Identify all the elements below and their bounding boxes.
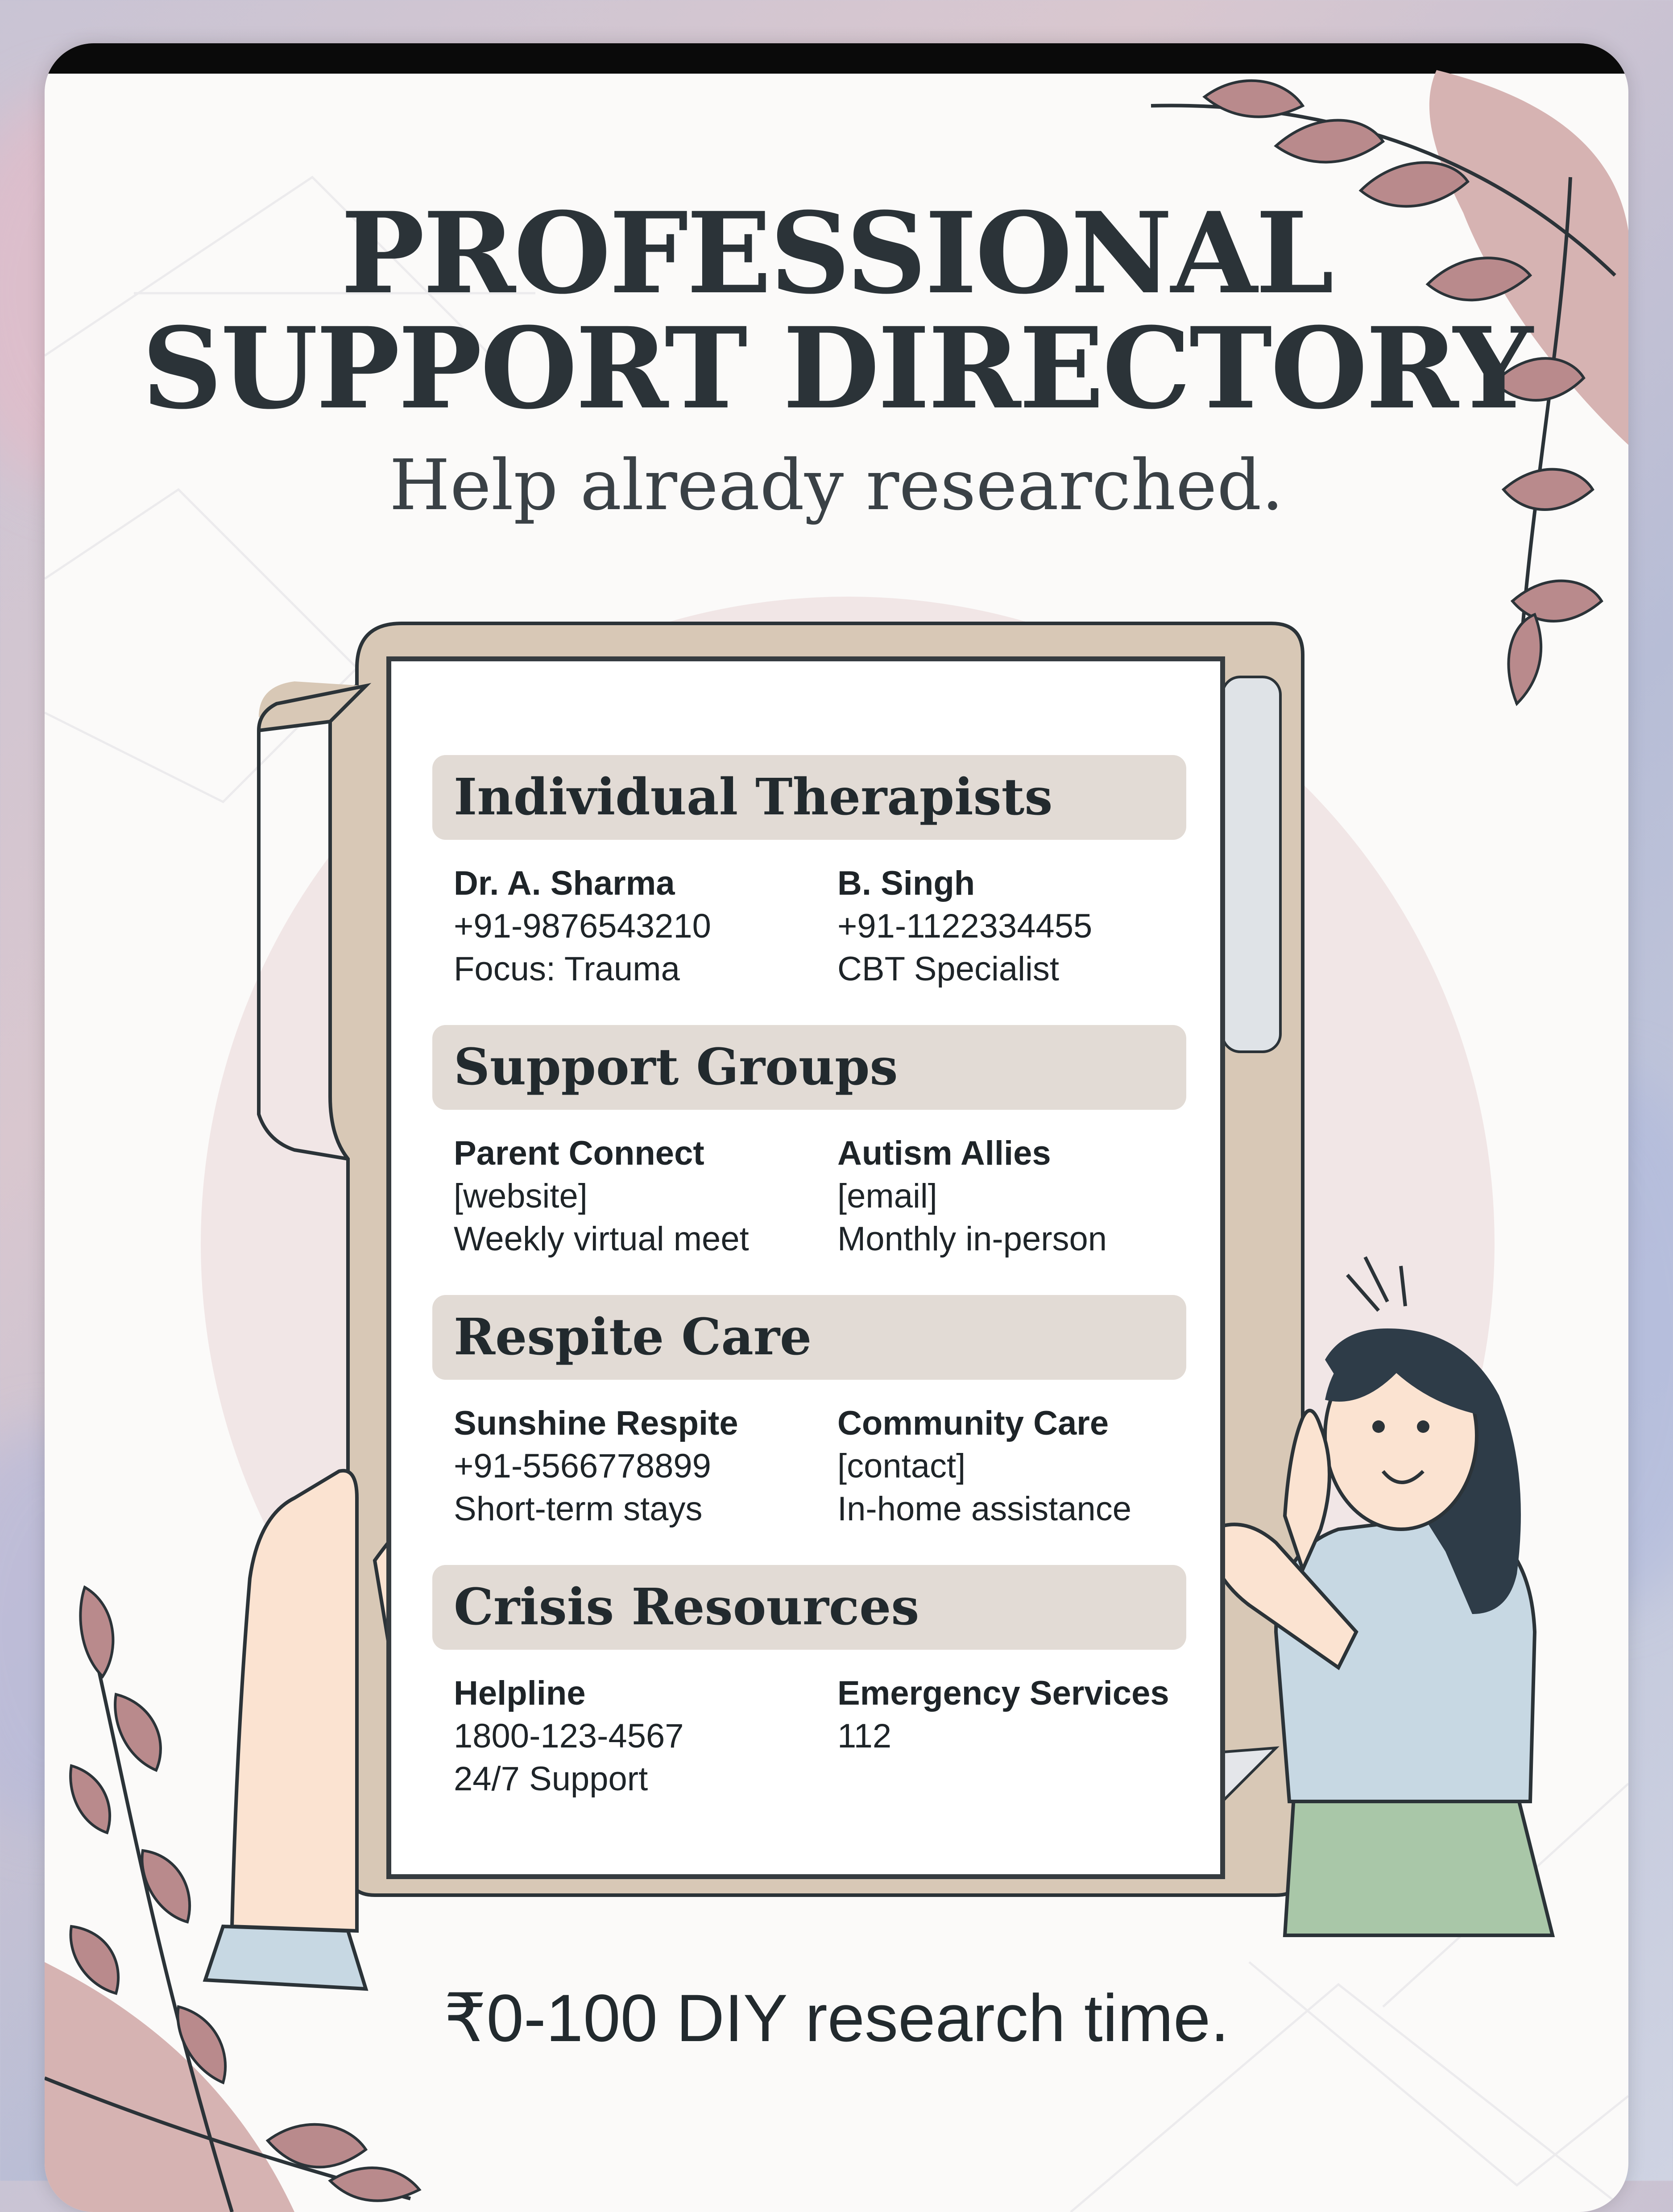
- entry-dr-a-sharma: Dr. A. Sharma +91-9876543210 Focus: Trau…: [454, 862, 820, 991]
- entry-phone: +91-5566778899: [454, 1447, 711, 1485]
- entry-note: Focus: Trauma: [454, 950, 680, 988]
- entry-name: Sunshine Respite: [454, 1404, 738, 1442]
- entry-phone: 1800-123-4567: [454, 1717, 684, 1755]
- entry-note: In-home assistance: [837, 1490, 1131, 1528]
- top-bar: [45, 43, 1628, 74]
- entry-contact: [website]: [454, 1177, 588, 1215]
- entry-note: 24/7 Support: [454, 1760, 648, 1798]
- entry-name: Autism Allies: [837, 1134, 1051, 1172]
- entry-sunshine-respite: Sunshine Respite +91-5566778899 Short-te…: [454, 1402, 820, 1531]
- poster-card: PROFESSIONAL SUPPORT DIRECTORY Help alre…: [45, 43, 1628, 2212]
- section-heading-respite-care: Respite Care: [432, 1295, 1186, 1380]
- entry-name: Emergency Services: [837, 1674, 1169, 1712]
- entry-emergency-services: Emergency Services 112: [837, 1672, 1203, 1758]
- entry-phone: +91-9876543210: [454, 907, 711, 945]
- footer-text: ₹0-100 DIY research time.: [443, 1980, 1230, 2055]
- entry-name: Dr. A. Sharma: [454, 864, 675, 902]
- entry-name: B. Singh: [837, 864, 975, 902]
- entry-note: Monthly in-person: [837, 1220, 1107, 1258]
- entry-note: Short-term stays: [454, 1490, 703, 1528]
- entry-name: Helpline: [454, 1674, 586, 1712]
- section-heading-individual-therapists: Individual Therapists: [432, 755, 1186, 840]
- entry-name: Parent Connect: [454, 1134, 704, 1172]
- entry-helpline: Helpline 1800-123-4567 24/7 Support: [454, 1672, 820, 1801]
- subtitle: Help already researched.: [389, 444, 1284, 526]
- entry-contact: [contact]: [837, 1447, 966, 1485]
- entry-autism-allies: Autism Allies [email] Monthly in-person: [837, 1132, 1203, 1261]
- entry-contact: [email]: [837, 1177, 937, 1215]
- section-heading-crisis-resources: Crisis Resources: [432, 1565, 1186, 1650]
- title-line-2: SUPPORT DIRECTORY: [141, 303, 1533, 434]
- leaves-top-right: [1151, 70, 1628, 706]
- leaves-bottom-left: [45, 1585, 422, 2212]
- title-line-1: PROFESSIONAL: [340, 187, 1334, 319]
- entry-b-singh: B. Singh +91-1122334455 CBT Specialist: [837, 862, 1203, 991]
- section-heading-support-groups: Support Groups: [432, 1025, 1186, 1110]
- entry-note: CBT Specialist: [837, 950, 1060, 988]
- entry-community-care: Community Care [contact] In-home assista…: [837, 1402, 1203, 1531]
- directory-sheet: Individual Therapists Dr. A. Sharma +91-…: [386, 656, 1225, 1879]
- entry-phone: 112: [837, 1717, 892, 1755]
- entry-parent-connect: Parent Connect [website] Weekly virtual …: [454, 1132, 820, 1261]
- entry-name: Community Care: [837, 1404, 1109, 1442]
- entry-phone: +91-1122334455: [837, 907, 1093, 945]
- entry-note: Weekly virtual meet: [454, 1220, 749, 1258]
